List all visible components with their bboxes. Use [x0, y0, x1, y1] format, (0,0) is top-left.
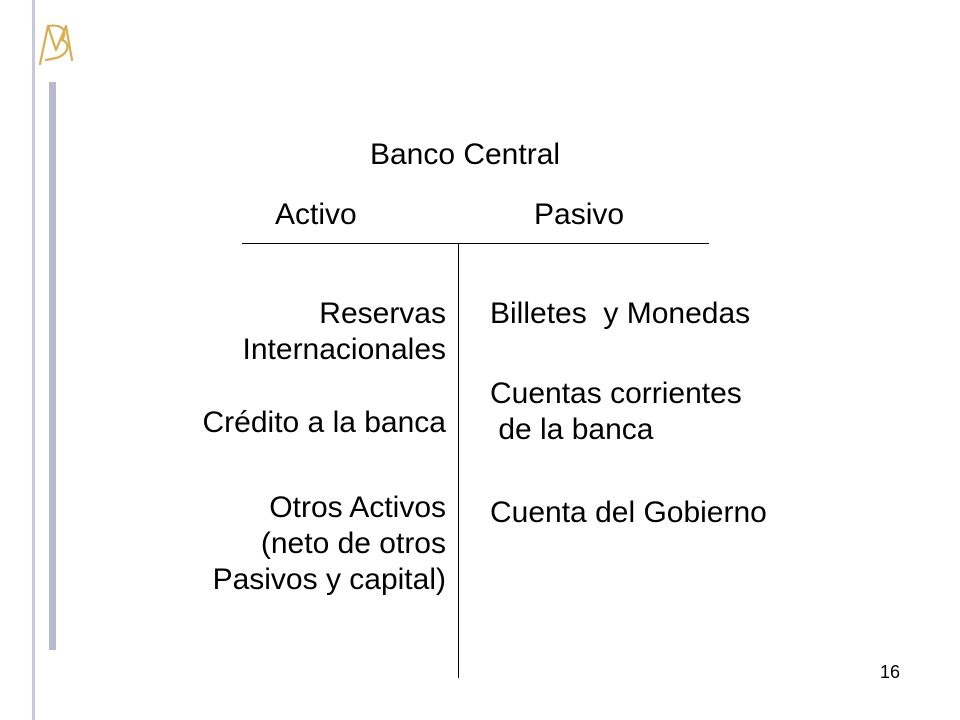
slide-border-line — [32, 0, 35, 720]
slide-title: Banco Central — [369, 138, 561, 171]
slide-side-bar — [49, 82, 56, 650]
activo-item-otros: Otros Activos (neto de otros Pasivos y c… — [212, 491, 446, 596]
page-number: 16 — [880, 662, 901, 682]
pasivo-item-gobierno: Cuenta del Gobierno — [490, 496, 767, 529]
activo-header: Activo — [275, 198, 357, 231]
pasivo-header: Pasivo — [534, 198, 625, 231]
activo-item-credito: Crédito a la banca — [202, 406, 447, 439]
bm-monogram-icon — [38, 24, 74, 66]
t-account-horizontal-rule — [242, 243, 709, 244]
pasivo-item-cuentas: Cuentas corrientes de la banca — [490, 377, 742, 446]
activo-item-reservas: Reservas Internacionales — [242, 297, 446, 366]
pasivo-item-billetes: Billetes y Monedas — [490, 297, 751, 330]
t-account-vertical-rule — [458, 244, 459, 678]
